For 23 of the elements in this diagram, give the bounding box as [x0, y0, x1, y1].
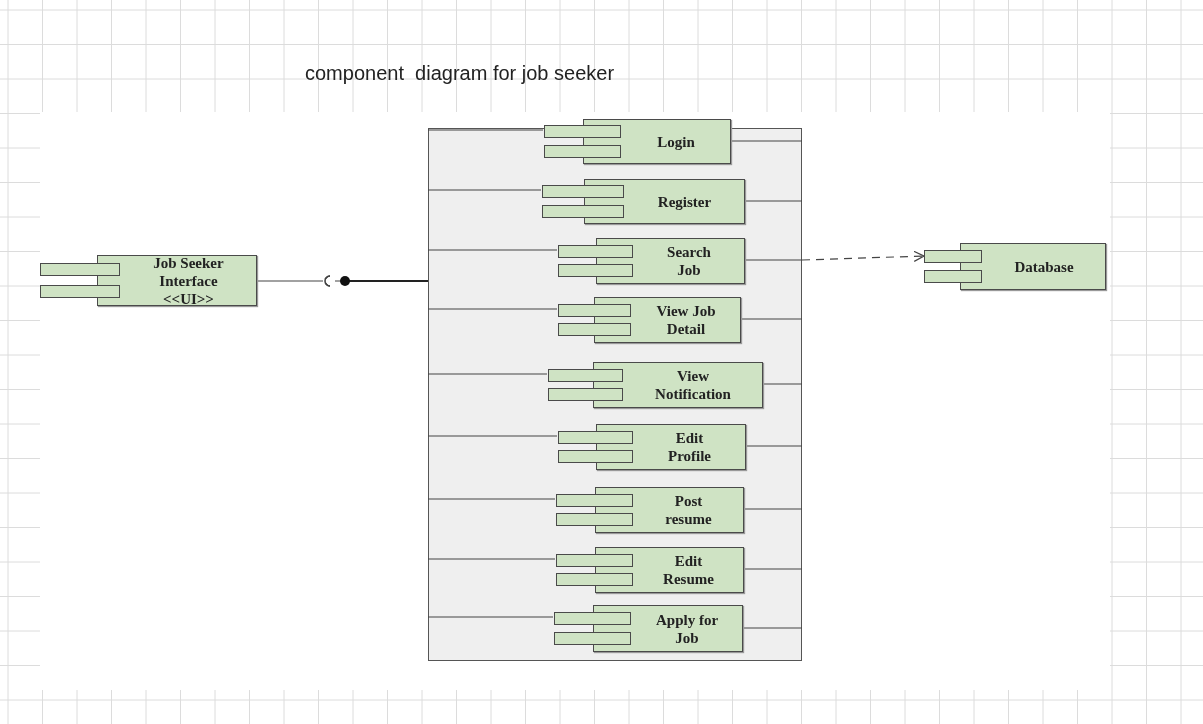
- component-box: [542, 179, 745, 224]
- component-box: [548, 362, 763, 408]
- diagram-title: component diagram for job seeker: [305, 62, 615, 85]
- component-label: Job Seeker Interface <<UI>>: [152, 253, 225, 308]
- component-box: [556, 547, 744, 593]
- component-box: [40, 255, 257, 306]
- component-label: View Notification: [654, 367, 732, 403]
- component-box: [558, 297, 741, 343]
- component-label: Database: [1014, 257, 1074, 276]
- component-box: [558, 238, 745, 284]
- component-label: Post resume: [664, 492, 713, 528]
- component-label: Edit Resume: [662, 552, 715, 588]
- component-label: View Job Detail: [655, 302, 717, 338]
- component-box: [924, 243, 1106, 290]
- component-box: [556, 487, 744, 533]
- component-label: Search Job: [666, 243, 712, 279]
- component-box: [544, 119, 731, 164]
- component-label: Login: [657, 132, 695, 151]
- component-label: Edit Profile: [666, 429, 712, 465]
- component-box: [558, 424, 746, 470]
- component-label: Apply for Job: [654, 610, 720, 647]
- component-box: [554, 605, 743, 652]
- component-label: Register: [657, 192, 712, 211]
